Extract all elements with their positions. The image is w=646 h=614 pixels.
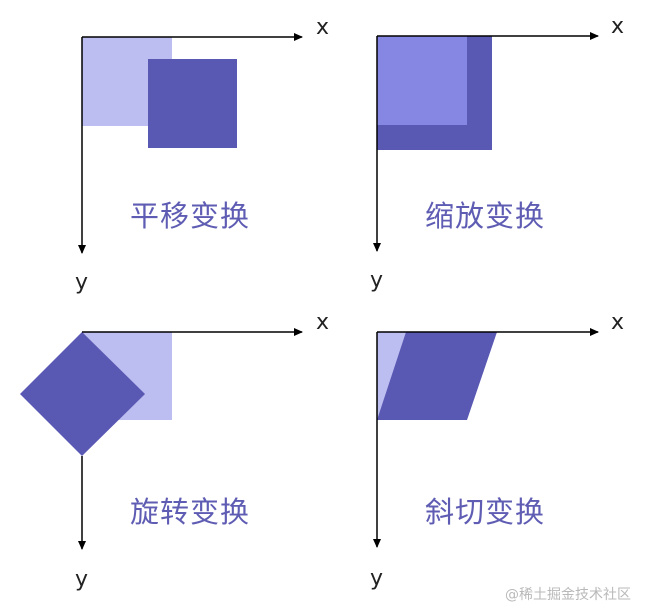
y-axis-label: y <box>370 566 384 591</box>
original-square <box>377 36 467 125</box>
x-axis-label: x <box>316 310 330 335</box>
rotate-panel <box>20 328 303 550</box>
translate-caption: 平移变换 <box>130 199 251 233</box>
skew-panel <box>373 328 599 548</box>
rotate-caption: 旋转变换 <box>130 495 251 529</box>
y-axis-label: y <box>75 567 89 592</box>
watermark: @稀土掘金技术社区 <box>505 587 631 603</box>
x-axis-label: x <box>316 15 330 40</box>
translate-panel <box>78 33 303 254</box>
translated-square <box>148 59 237 148</box>
y-axis-label: y <box>370 268 384 293</box>
skew-caption: 斜切变换 <box>425 495 546 529</box>
scale-panel <box>373 32 599 252</box>
x-axis-label: x <box>611 14 625 39</box>
scale-caption: 缩放变换 <box>425 199 546 233</box>
y-axis-label: y <box>75 270 89 295</box>
skewed-shape <box>377 332 497 420</box>
x-axis-label: x <box>611 310 625 335</box>
rotated-square <box>20 332 145 456</box>
